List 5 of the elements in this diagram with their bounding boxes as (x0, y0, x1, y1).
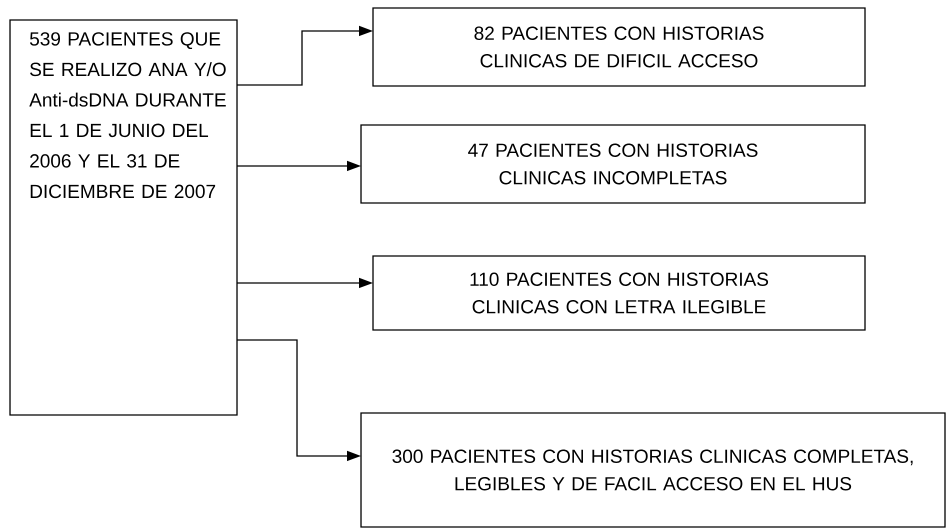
process-box: 47 PACIENTES CON HISTORIAS CLINICAS INCOMPLETAS (360, 124, 866, 204)
process-box: 539 PACIENTES QUE SE REALIZO ANA Y/O Anti-dsDNA DURANTE EL 1 DE JUNIO DEL 2006 Y EL 31 DE DICIEMBRE DE 2007 (9, 19, 238, 416)
process-box: 300 PACIENTES CON HISTORIAS CLINICAS COMPLETAS, LEGIBLES Y DE FACIL ACCESO EN EL HUS (360, 412, 946, 528)
process-box: 110 PACIENTES CON HISTORIAS CLINICAS CON LETRA ILEGIBLE (372, 255, 866, 331)
process-box: 82 PACIENTES CON HISTORIAS CLINICAS DE DIFICIL ACCESO (372, 7, 866, 87)
